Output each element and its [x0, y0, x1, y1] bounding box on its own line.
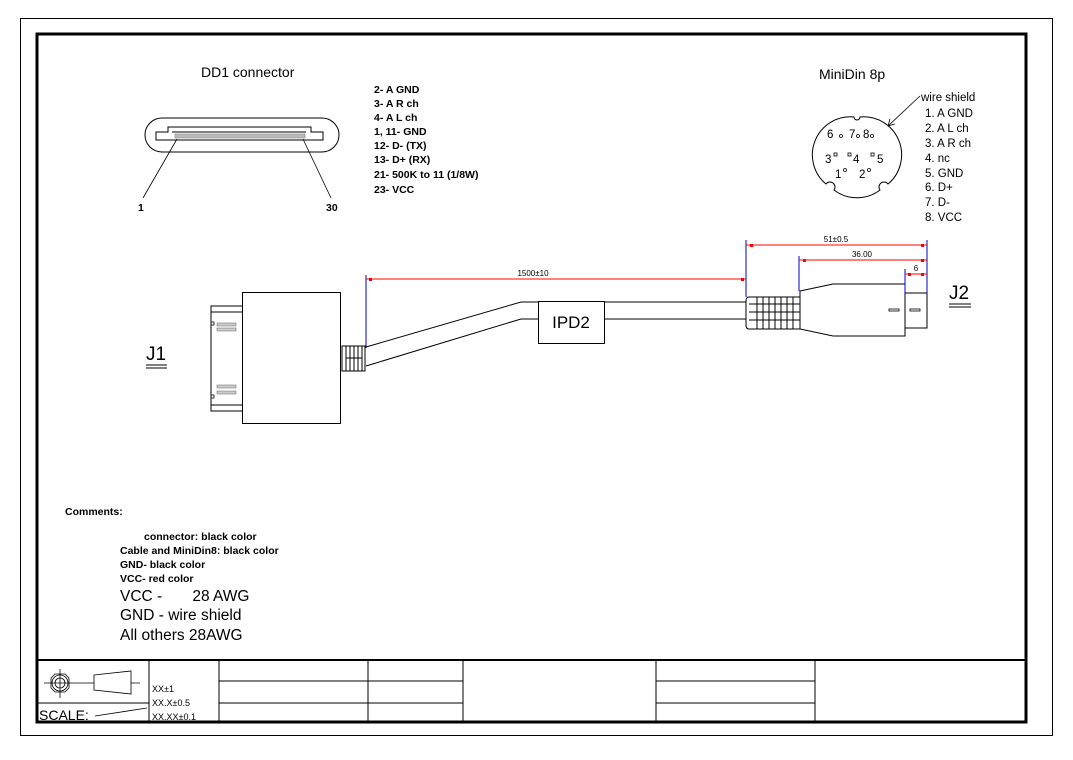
j2-overall-dim: 51±0.5	[824, 235, 849, 244]
dd1-title: DD1 connector	[201, 64, 295, 80]
minidin-outline	[811, 116, 903, 199]
comment-line: connector: black color	[144, 531, 257, 543]
minidin-pinout-item: 1. A GND	[925, 108, 973, 120]
comments-heading: Comments:	[65, 506, 123, 518]
minidin-pin-numbers: 6 7 8 3 4 5 1 2	[825, 129, 883, 181]
projection-symbol-icon	[44, 669, 140, 698]
scale-label: SCALE:	[39, 707, 89, 723]
j1-plug	[210, 305, 242, 412]
dd1-pinout-item: 3- A R ch	[374, 98, 419, 110]
outer-frame	[20, 18, 1053, 736]
tolerance-item: XX.XX±0.1	[152, 712, 196, 722]
dd1-pinout-item: 13- D+ (RX)	[374, 154, 430, 166]
comments: Comments: connector: black color Cable a…	[65, 506, 279, 644]
comment-line: GND- black color	[120, 559, 205, 571]
dd1-pinout-item: 21- 500K to 11 (1/8W)	[374, 169, 478, 181]
j2-tip	[904, 292, 928, 329]
dimensions: 1500±10 51±0.5 36.00 6	[365, 235, 928, 348]
minidin-pin-number: 1	[835, 169, 841, 181]
minidin-pinout-item: 2. A L ch	[925, 123, 969, 135]
minidin-pinout-item: 7. D-	[925, 197, 950, 209]
minidin-pinout-item: 5. GND	[925, 168, 963, 180]
ipd2-label: IPD2	[552, 313, 590, 332]
comment-line: Cable and MiniDin8: black color	[120, 545, 279, 557]
minidin-pinout-item: 8. VCC	[925, 212, 962, 224]
j1-housing	[242, 292, 341, 424]
comment-big-line: VCC - 28 AWG	[120, 588, 249, 605]
minidin-pin-number: 7	[849, 129, 855, 141]
minidin-pinout-item: 3. A R ch	[925, 138, 971, 150]
j1-strain-relief	[341, 345, 366, 372]
j2-grip	[745, 296, 801, 330]
inner-frame	[35, 32, 1028, 724]
comment-line: VCC- red color	[120, 573, 194, 585]
shield-leader-arrow	[887, 118, 896, 127]
cable-length-dim: 1500±10	[517, 269, 549, 278]
minidin-section: MiniDin 8p 6 7 8 3 4 5 1 2 wire shield 1…	[811, 66, 975, 224]
minidin-title: MiniDin 8p	[819, 66, 885, 82]
dd1-connector-section: DD1 connector 1 30 2- A GND 3- A R ch 4-…	[138, 64, 478, 214]
comment-big-line: All others 28AWG	[120, 627, 243, 644]
ipd2-label-box	[538, 301, 605, 344]
tolerance-item: XX.X±0.5	[152, 698, 190, 708]
dd1-contacts	[174, 133, 306, 139]
wire-shield-label: wire shield	[920, 92, 975, 104]
cable: IPD2	[365, 301, 746, 367]
dd1-pinout-item: 23- VCC	[374, 184, 415, 196]
j2-label: J2	[949, 283, 969, 304]
minidin-pin-number: 3	[825, 154, 831, 166]
dd1-connector-outline	[144, 117, 340, 153]
dd1-pin30-leader	[302, 138, 332, 199]
dd1-pinout-list: 2- A GND 3- A R ch 4- A L ch 1, 11- GND …	[374, 84, 478, 196]
dd1-pinout-item: 1, 11- GND	[374, 126, 427, 138]
shield-leader-line	[887, 95, 921, 127]
j2-body-dim: 36.00	[852, 250, 873, 259]
minidin-pinout-list: 1. A GND 2. A L ch 3. A R ch 4. nc 5. GN…	[925, 108, 973, 224]
dd1-connector-slot	[155, 126, 324, 141]
dd1-pin-left-label: 1	[138, 202, 144, 214]
dd1-pinout-item: 4- A L ch	[374, 112, 417, 124]
tolerance-item: XX±1	[152, 684, 174, 694]
dd1-pin-right-label: 30	[326, 202, 338, 214]
minidin-pin-number: 5	[877, 154, 883, 166]
j1-label: J1	[146, 344, 166, 365]
minidin-pin-number: 2	[859, 169, 865, 181]
title-block: SCALE: XX±1 XX.X±0.5 XX.XX±0.1	[37, 659, 1026, 723]
j1-connector: J1	[146, 292, 366, 424]
dd1-pinout-item: 12- D- (TX)	[374, 140, 427, 152]
dd1-pin1-leader	[142, 138, 178, 199]
minidin-pin-number: 8	[863, 129, 869, 141]
j2-tip-dim: 6	[914, 264, 919, 273]
j2-body	[799, 283, 906, 337]
minidin-pinout-item: 6. D+	[925, 182, 953, 194]
minidin-pinout-item: 4. nc	[925, 153, 950, 165]
minidin-pin-number: 4	[853, 154, 860, 166]
comment-big-line: GND - wire shield	[120, 607, 241, 624]
minidin-pin-number: 6	[827, 129, 833, 141]
j2-connector: J2	[745, 283, 971, 337]
dd1-pinout-item: 2- A GND	[374, 84, 420, 96]
